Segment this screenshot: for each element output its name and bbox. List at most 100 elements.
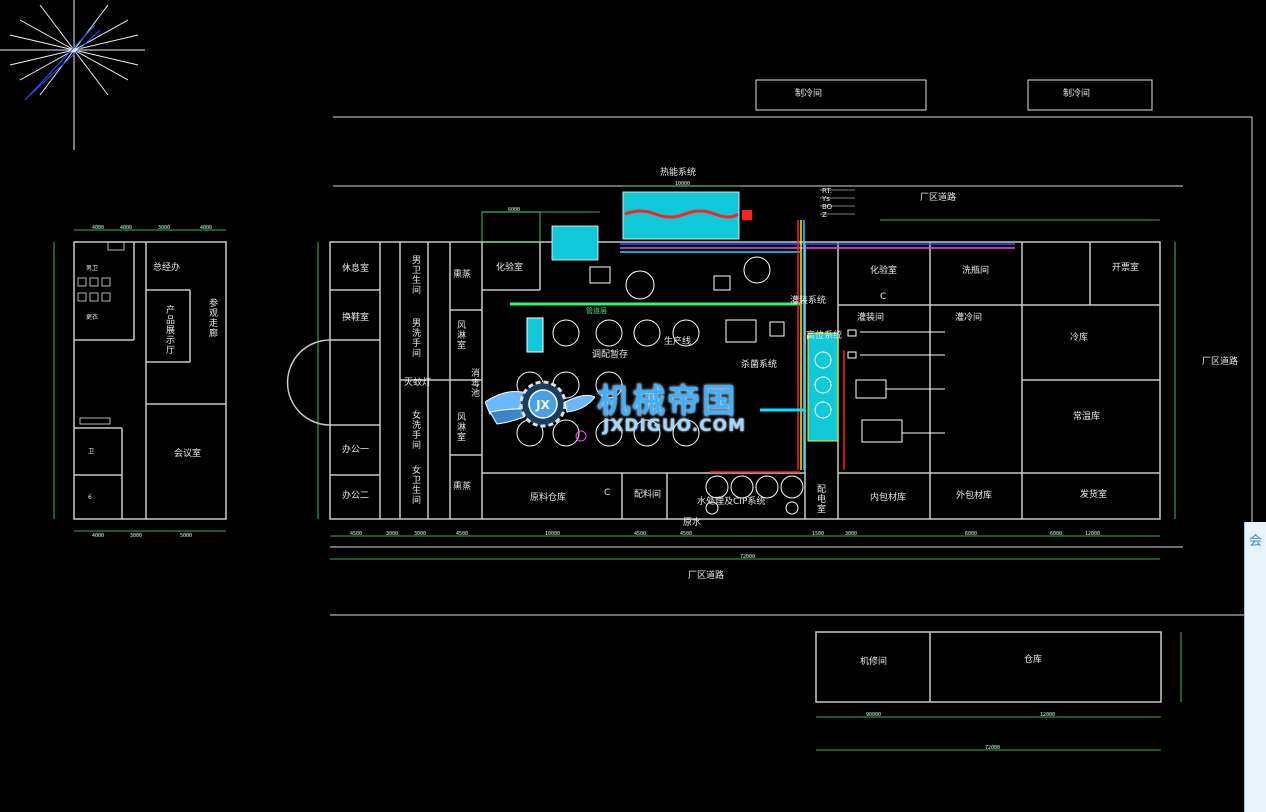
dim-mb-8: 1500 <box>812 531 825 537</box>
label-raw-material: 原料仓库 <box>530 493 567 503</box>
dim-annex-1: 90000 <box>866 712 882 718</box>
main-dim-lines <box>317 185 1176 560</box>
label-air-shower-bottom: 风淋室 <box>455 412 465 442</box>
label-raw-water: 原水 <box>683 518 702 528</box>
dim-total: 72000 <box>740 554 756 560</box>
label-air-shower-top: 风淋室 <box>455 320 465 350</box>
watermark-title: 机械帝国 <box>597 381 737 420</box>
label-water-cip: 水处理及CIP系统 <box>697 497 766 507</box>
dim-left-bottom-1: 4000 <box>92 533 105 539</box>
label-office-two: 办公二 <box>342 491 370 501</box>
label-high-system: 高位系统 <box>806 331 843 341</box>
label-sterilize-system: 杀菌系统 <box>741 360 778 370</box>
label-meeting-room: 会议室 <box>174 449 202 459</box>
dim-mb-10: 6000 <box>965 531 978 537</box>
legend-rt: RT. <box>822 187 833 195</box>
label-male-wc: 男卫生间 <box>410 255 420 295</box>
watermark-wings-icon: JX <box>485 380 595 428</box>
label-mini-4: 6 <box>88 494 92 501</box>
legend-ys: Ys <box>822 195 830 203</box>
dim-annex-total: 72000 <box>985 745 1001 751</box>
entrance-arc <box>286 339 331 426</box>
pipe-legend <box>820 189 855 215</box>
dim-mb-5: 10000 <box>545 531 561 537</box>
label-production: 生产线 <box>664 337 692 347</box>
label-filling-system: 灌装系统 <box>790 296 827 306</box>
filling-machines <box>847 329 945 443</box>
label-heat-system: 热能系统 <box>660 168 697 178</box>
dim-main-top-2: 10000 <box>675 181 691 187</box>
watermark-subtitle: JXDIGUO.COM <box>603 416 747 436</box>
dim-left-top-4: 4000 <box>200 225 213 231</box>
label-power-room: 配电室 <box>815 484 825 514</box>
annex-building <box>815 631 1162 703</box>
dim-mb-3: 3000 <box>414 531 427 537</box>
legend-bo: BO <box>822 203 833 211</box>
label-mini-2: 更衣 <box>86 314 99 321</box>
label-male-shower: 男洗手间 <box>410 318 420 358</box>
label-mini-3: 卫 <box>88 448 95 455</box>
dim-mb-6: 4500 <box>634 531 647 537</box>
label-lab-right: 化验室 <box>870 266 898 276</box>
dim-left-top-3: 3000 <box>158 225 171 231</box>
label-lab-left: 化验室 <box>496 263 524 273</box>
site-boundary <box>330 116 1253 616</box>
label-rest-room: 休息室 <box>342 264 370 274</box>
process-pipes <box>510 220 1015 473</box>
dim-mb-2: 3000 <box>386 531 399 537</box>
side-panel-text: 会 <box>1249 534 1263 549</box>
label-batching-room: 配料间 <box>634 490 662 500</box>
label-filling-room-a: 灌装间 <box>857 313 885 323</box>
label-shipping: 发货室 <box>1080 490 1108 500</box>
label-visit-corridor: 参观走廊 <box>207 298 217 338</box>
label-mini-1: 男卫 <box>86 265 99 272</box>
label-fumigation-bottom: 熏蒸 <box>453 482 472 492</box>
label-outer-pack: 外包材库 <box>956 491 993 501</box>
heat-system-block <box>481 191 752 261</box>
watermark-badge: JX <box>535 398 550 412</box>
top-room-box-right <box>1027 79 1153 111</box>
label-factory-road-bottom: 厂区道路 <box>688 571 725 581</box>
label-mix-store: 调配暂存 <box>592 350 629 360</box>
dim-annex-2: 12000 <box>1040 712 1056 718</box>
dim-mb-7: 4500 <box>680 531 693 537</box>
dim-mb-11: 6000 <box>1050 531 1063 537</box>
label-cold-storage: 冷库 <box>1070 333 1089 343</box>
label-wash-room: 洗瓶间 <box>962 266 990 276</box>
label-warehouse: 仓库 <box>1024 655 1043 665</box>
dim-mb-9: 3000 <box>845 531 858 537</box>
dim-left-top-1: 4000 <box>92 225 105 231</box>
label-female-shower: 女洗手间 <box>410 410 420 450</box>
label-repair-room: 机修间 <box>860 657 888 667</box>
label-factory-road-right: 厂区道路 <box>1202 357 1239 367</box>
label-pump-room: 开票室 <box>1112 263 1140 273</box>
label-top-left-room: 制冷间 <box>795 89 823 99</box>
label-pipe: 管道层 <box>586 307 607 315</box>
label-filling-room-b: 灌冷间 <box>955 313 983 323</box>
legend-z: Z <box>822 211 827 219</box>
office-building <box>73 241 227 520</box>
watermark: JX 机械帝国 JXDIGUO.COM <box>485 372 785 442</box>
label-product-hall: 产品展示厅 <box>164 305 174 355</box>
office-dim-lines <box>53 229 226 532</box>
dim-left-bottom-3: 5000 <box>180 533 193 539</box>
dim-left-top-2: 4000 <box>120 225 133 231</box>
label-inner-pack: 内包材库 <box>870 493 907 503</box>
label-uv-lamp: 灭蚊灯 <box>404 378 432 388</box>
dim-mb-12: 12000 <box>1085 531 1101 537</box>
dim-mb-1: 4500 <box>350 531 363 537</box>
dim-main-top-1: 6000 <box>508 207 521 213</box>
top-room-box-left <box>755 79 927 111</box>
label-c-mark-2: C <box>880 292 887 302</box>
side-panel[interactable]: 会 <box>1244 522 1266 812</box>
label-normal-storage: 常温库 <box>1073 412 1101 422</box>
label-office-one: 办公一 <box>342 445 370 455</box>
dim-left-bottom-2: 3000 <box>130 533 143 539</box>
dim-mb-4: 4500 <box>456 531 469 537</box>
office-fixtures <box>77 241 125 425</box>
label-fumigation-top: 熏蒸 <box>453 270 472 280</box>
label-c-mark-1: C <box>604 488 611 498</box>
label-top-right-room: 制冷间 <box>1063 89 1091 99</box>
compass-star-icon <box>0 0 145 150</box>
